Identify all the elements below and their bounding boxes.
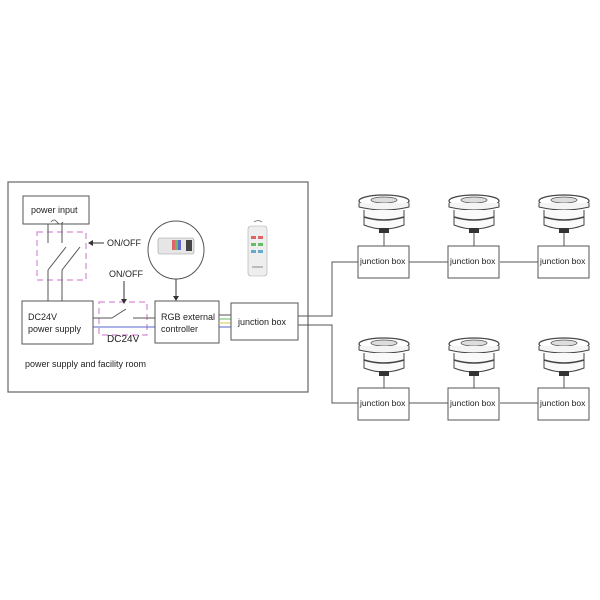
fixtures: junction box junction box junction box junc… bbox=[357, 194, 590, 421]
facility-room-frame bbox=[7, 181, 309, 393]
facility-room-caption: power supply and facility room bbox=[25, 359, 146, 369]
underwater-light-icon bbox=[448, 194, 500, 233]
underwater-light-icon bbox=[358, 194, 410, 233]
underwater-light-icon bbox=[358, 337, 410, 376]
junction-box bbox=[537, 245, 590, 279]
single-switch-icon bbox=[93, 308, 155, 328]
trunk-cables bbox=[298, 261, 538, 404]
junction-box bbox=[537, 387, 590, 421]
junction-box bbox=[447, 245, 500, 279]
junction-box-label: junction box bbox=[359, 398, 406, 408]
junction-box bbox=[357, 245, 410, 279]
room-junction-box bbox=[230, 302, 299, 341]
junction-box-label: junction box bbox=[449, 398, 496, 408]
underwater-light-icon bbox=[448, 337, 500, 376]
voltage-label: DC24V bbox=[107, 334, 140, 345]
power-supply-line2: power supply bbox=[28, 324, 82, 334]
wifi-signal-icon bbox=[253, 220, 263, 223]
junction-box-label: junction box bbox=[539, 398, 586, 408]
power-supply-line1: DC24V bbox=[28, 312, 57, 322]
dc-switch-label: ON/OFF bbox=[109, 269, 143, 279]
junction-box-label: junction box bbox=[359, 256, 406, 266]
junction-box-label: junction box bbox=[449, 256, 496, 266]
main-switch-label: ON/OFF bbox=[107, 238, 141, 248]
remote-control-icon bbox=[247, 225, 268, 277]
junction-box-label: junction box bbox=[539, 256, 586, 266]
rgb-controller-box bbox=[154, 300, 220, 344]
junction-box bbox=[357, 387, 410, 421]
double-switch-icon bbox=[47, 224, 81, 301]
junction-box bbox=[447, 387, 500, 421]
rgb-wires bbox=[219, 314, 231, 328]
underwater-light-icon bbox=[538, 194, 590, 233]
power-input-label: power input bbox=[31, 205, 78, 215]
controller-line1: RGB external bbox=[161, 312, 215, 322]
controller-device-icon bbox=[157, 237, 195, 255]
power-supply-box bbox=[21, 300, 94, 345]
ac-symbol-icon bbox=[50, 219, 64, 225]
power-input-box bbox=[22, 195, 90, 225]
room-junction-label: junction box bbox=[237, 317, 287, 327]
underwater-light-icon bbox=[538, 337, 590, 376]
controller-line2: controller bbox=[161, 324, 198, 334]
